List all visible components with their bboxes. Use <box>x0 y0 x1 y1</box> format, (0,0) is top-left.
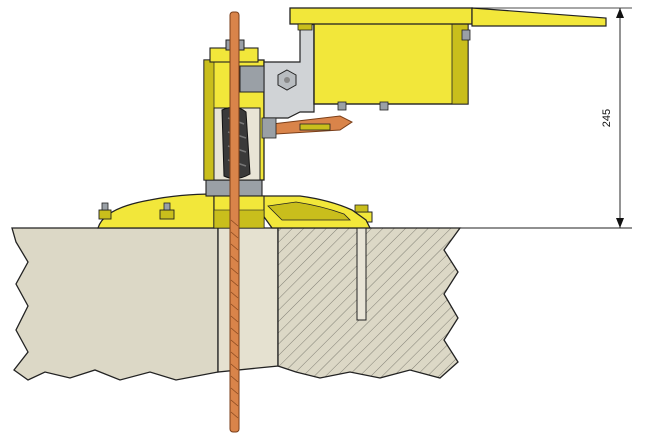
box-screw-right <box>379 101 389 111</box>
base-flange <box>97 193 215 229</box>
lid-hinge-left <box>297 23 313 31</box>
bracket-hex-nut <box>277 69 297 91</box>
ground-bore-section <box>217 227 279 373</box>
ground-section-hatched <box>277 227 462 379</box>
junction-box-lid <box>289 7 473 25</box>
bracket-clamp <box>239 65 265 93</box>
hinge-bolt <box>261 117 277 139</box>
box-gland <box>461 29 471 41</box>
base-flange-shade <box>267 201 351 221</box>
copper-rod <box>229 11 240 433</box>
ground-section-left <box>11 227 219 381</box>
junction-box-lid-open-flap <box>471 7 607 27</box>
box-screw-left <box>337 101 347 111</box>
flange-nut-middle <box>159 202 175 220</box>
junction-box <box>313 21 469 105</box>
hinge-pin <box>299 123 331 131</box>
dimension-245: 245 <box>472 7 632 228</box>
housing-shade-left <box>203 59 215 181</box>
anchor-washer-right <box>354 204 369 213</box>
copper-rod-texture <box>230 219 239 419</box>
flange-nut-left <box>98 202 112 220</box>
dimension-label: 245 <box>601 109 613 127</box>
